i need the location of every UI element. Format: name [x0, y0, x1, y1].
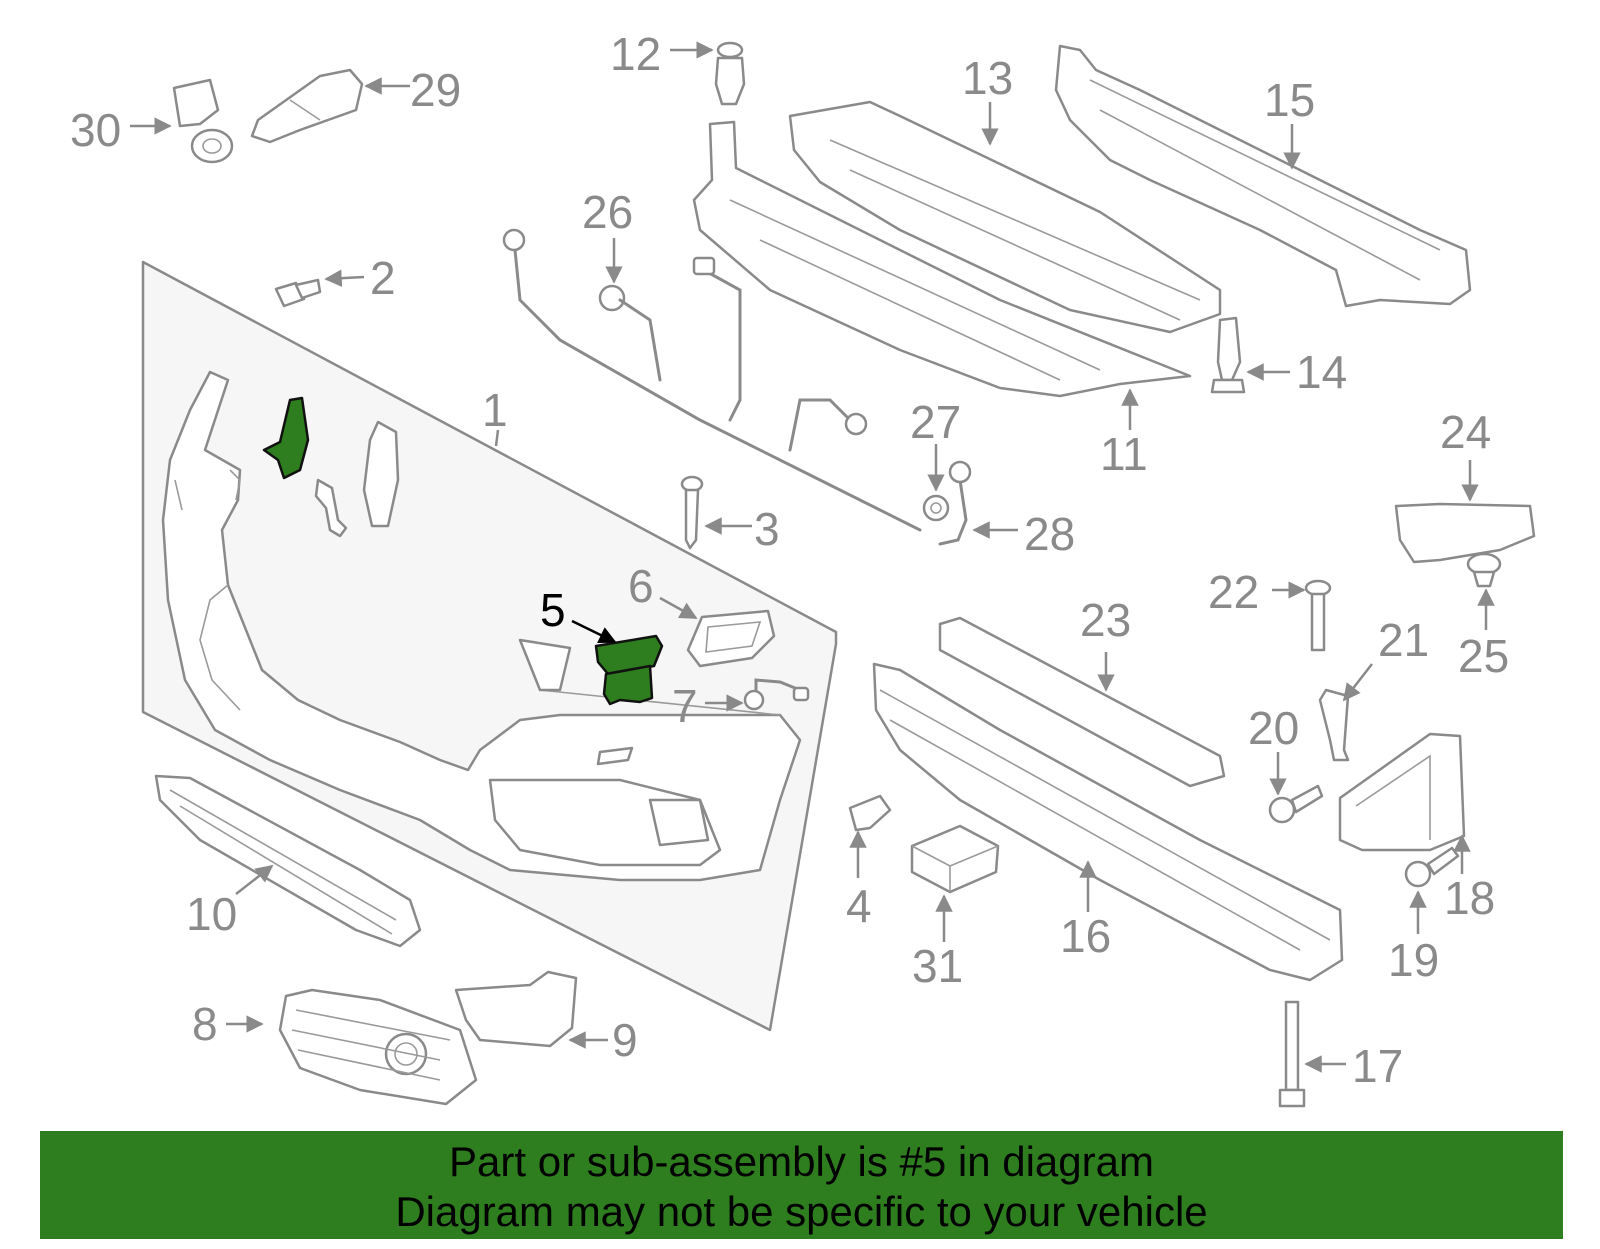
part-clip-left [314, 420, 400, 538]
callout-29: 29 [410, 64, 461, 116]
part-bracket-left-green [262, 396, 310, 480]
callout-7: 7 [672, 680, 698, 732]
part-19 [1404, 846, 1460, 888]
callout-25: 25 [1458, 630, 1509, 682]
callout-14: 14 [1296, 346, 1347, 398]
part-21 [1318, 688, 1350, 762]
leader-2 [324, 269, 365, 287]
callout-22: 22 [1208, 566, 1259, 618]
callout-15: 15 [1264, 74, 1315, 126]
part-27 [922, 494, 950, 522]
callout-31: 31 [912, 940, 963, 992]
callout-24: 24 [1440, 406, 1491, 458]
parts-diagram: 1 2 3 4 5 6 7 8 9 10 11 12 13 14 15 16 1… [70, 28, 1536, 1108]
part-26 [598, 284, 626, 312]
callout-13: 13 [962, 52, 1013, 104]
part-9 [454, 970, 578, 1048]
callout-27: 27 [910, 396, 961, 448]
callout-26: 26 [582, 186, 633, 238]
callout-18: 18 [1444, 872, 1495, 924]
part-1-bumper-cover [161, 370, 802, 882]
wiring-harness [502, 228, 922, 532]
part-17 [1278, 1000, 1306, 1108]
callout-16: 16 [1060, 910, 1111, 962]
callout-labels: 1 2 3 4 5 6 7 8 9 10 11 12 13 14 15 16 1… [70, 28, 1509, 1092]
part-23 [938, 616, 1226, 788]
part-4 [848, 794, 892, 832]
callout-5: 5 [540, 584, 566, 636]
part-14 [1210, 316, 1246, 394]
part-20 [1268, 784, 1324, 824]
part-13 [788, 100, 1222, 334]
part-11 [692, 120, 1192, 398]
part-31 [910, 824, 1000, 894]
callout-8: 8 [192, 998, 218, 1050]
part-12 [714, 41, 746, 106]
callout-4: 4 [846, 880, 872, 932]
part-28 [938, 460, 972, 546]
part-10 [154, 774, 422, 948]
part-24 [1394, 502, 1536, 564]
part-7 [743, 678, 810, 711]
callout-3: 3 [754, 503, 780, 555]
callout-12: 12 [610, 28, 661, 80]
leader-21 [1342, 663, 1373, 702]
callout-11: 11 [1100, 428, 1148, 480]
callout-28: 28 [1024, 508, 1075, 560]
part-16 [872, 662, 1344, 982]
callout-21: 21 [1378, 614, 1429, 666]
callout-17: 17 [1352, 1040, 1403, 1092]
callout-6: 6 [628, 560, 654, 612]
part-2 [274, 278, 322, 308]
callout-2: 2 [370, 252, 396, 304]
leader-6 [659, 596, 698, 620]
leader-10 [235, 864, 274, 895]
part-18 [1338, 732, 1466, 852]
callout-9: 9 [612, 1014, 638, 1066]
callout-30: 30 [70, 104, 121, 156]
part-3 [680, 475, 704, 550]
banner-line-1: Part or sub-assembly is #5 in diagram [449, 1138, 1154, 1185]
callout-1: 1 [482, 384, 508, 436]
callout-23: 23 [1080, 594, 1131, 646]
part-8 [278, 988, 478, 1106]
callout-20: 20 [1248, 702, 1299, 754]
callout-19: 19 [1388, 934, 1439, 986]
part-29 [250, 68, 364, 144]
leader-5 [571, 619, 617, 644]
part-5-highlighted [594, 634, 664, 706]
part-25 [1466, 552, 1502, 588]
callout-10: 10 [186, 888, 237, 940]
part-15 [1054, 44, 1472, 308]
part-22 [1304, 579, 1332, 652]
leader-1 [494, 429, 500, 447]
part-30 [172, 78, 234, 164]
part-6 [686, 609, 776, 668]
info-banner: Part or sub-assembly is #5 in diagram Di… [40, 1131, 1563, 1239]
banner-line-2: Diagram may not be specific to your vehi… [395, 1188, 1208, 1235]
